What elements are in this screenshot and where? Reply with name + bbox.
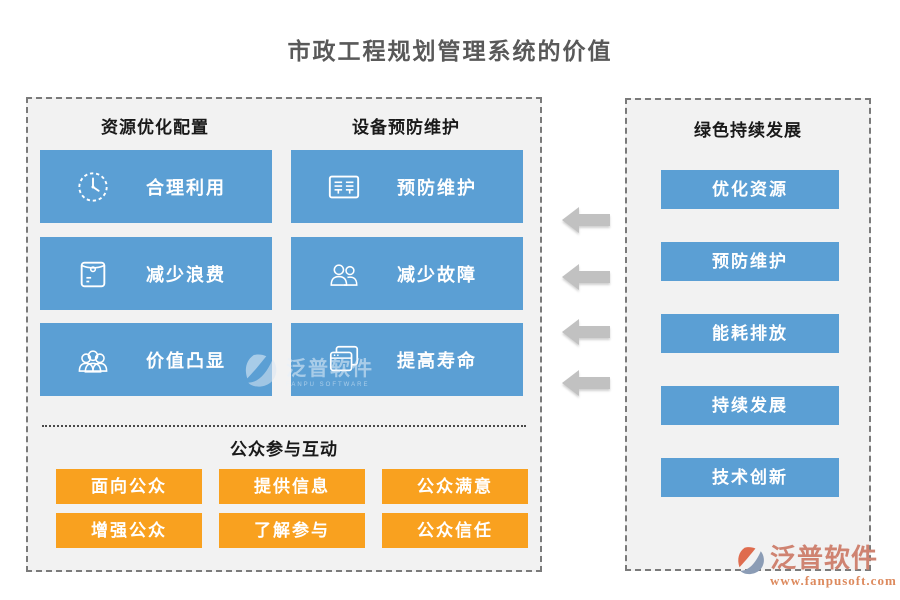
windows-icon	[327, 343, 361, 377]
value-box-label: 减少浪费	[146, 264, 226, 285]
public-item-understand-participation: 了解参与	[219, 513, 365, 548]
value-box-reduce-failure: 减少故障	[291, 237, 523, 310]
left-arrow-icon	[562, 369, 612, 397]
left-arrow-icon	[562, 206, 612, 234]
green-item-optimize-resources: 优化资源	[661, 170, 839, 209]
two-people-icon	[327, 257, 361, 291]
column-header-resource-optimization: 资源优化配置	[101, 118, 209, 137]
public-buttons-grid: 面向公众 提供信息 公众满意 增强公众 了解参与 公众信任	[56, 469, 528, 548]
fanpu-logo-text: 泛普软件	[770, 543, 879, 573]
fanpu-logo-url: www.fanpusoft.com	[770, 573, 897, 589]
pouch-icon	[76, 257, 110, 291]
value-box-label: 提高寿命	[397, 350, 477, 371]
value-box-label: 减少故障	[397, 264, 477, 285]
public-item-provide-info: 提供信息	[219, 469, 365, 504]
value-box-preventive-maintenance: 预防维护	[291, 150, 523, 223]
public-item-public-satisfaction: 公众满意	[382, 469, 528, 504]
left-arrow-icon	[562, 318, 612, 346]
clock-icon	[76, 170, 110, 204]
green-development-header: 绿色持续发展	[694, 121, 802, 140]
value-box-label: 合理利用	[146, 177, 226, 198]
green-item-sustainable-development: 持续发展	[661, 386, 839, 425]
left-arrow-icon	[562, 263, 612, 291]
list-card-icon	[327, 170, 361, 204]
public-item-public-trust: 公众信任	[382, 513, 528, 548]
left-panel: 资源优化配置 设备预防维护 合理利用	[26, 97, 542, 572]
fanpu-logo-icon	[735, 545, 767, 582]
value-box-extend-life: 提高寿命	[291, 323, 523, 396]
value-box-label: 价值凸显	[146, 350, 226, 371]
fanpu-logo: 泛普软件 www.fanpusoft.com	[735, 543, 897, 589]
green-item-preventive-maintenance: 预防维护	[661, 242, 839, 281]
column-header-equipment-maintenance: 设备预防维护	[352, 118, 460, 137]
green-item-tech-innovation: 技术创新	[661, 458, 839, 497]
value-box-value-highlight: 价值凸显	[40, 323, 272, 396]
public-item-strengthen-public: 增强公众	[56, 513, 202, 548]
people-group-icon	[76, 343, 110, 377]
value-box-label: 预防维护	[397, 177, 477, 198]
right-panel: 绿色持续发展 优化资源 预防维护 能耗排放 持续发展 技术创新	[625, 98, 871, 571]
page-title: 市政工程规划管理系统的价值	[287, 38, 613, 64]
public-section-header: 公众参与互动	[230, 440, 338, 459]
value-box-reduce-waste: 减少浪费	[40, 237, 272, 310]
public-item-facing-public: 面向公众	[56, 469, 202, 504]
green-item-energy-emissions: 能耗排放	[661, 314, 839, 353]
value-box-rational-use: 合理利用	[40, 150, 272, 223]
dotted-divider	[42, 425, 526, 427]
